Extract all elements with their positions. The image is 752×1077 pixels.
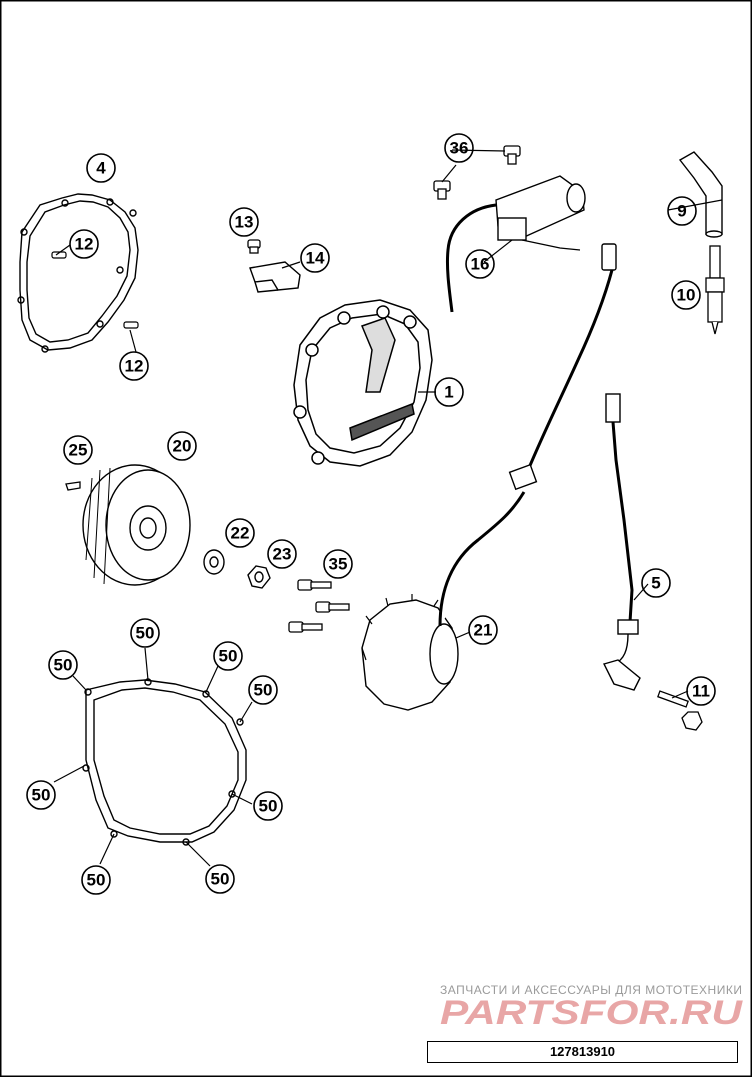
callout-circle	[229, 207, 259, 237]
callout-circle	[63, 435, 93, 465]
callout-35: 35	[329, 555, 348, 574]
dowel-pin-icon	[51, 251, 139, 329]
callout-12: 12	[125, 357, 144, 376]
callout-circle	[119, 351, 149, 381]
callout-50: 50	[32, 786, 51, 805]
callout-16: 16	[471, 255, 490, 274]
callout-circle	[323, 549, 353, 579]
callout-circle	[465, 249, 495, 279]
woodruff-key-part-25	[65, 481, 81, 491]
callout-4: 4	[96, 159, 106, 178]
callout-14: 14	[306, 249, 325, 268]
bracket-part-14	[249, 261, 301, 293]
ignition-coil-part-16	[446, 175, 586, 313]
callout-circle	[267, 539, 297, 569]
callout-50: 50	[54, 656, 73, 675]
callout-36: 36	[450, 139, 469, 158]
callout-circle	[81, 865, 111, 895]
rotor-part-20	[82, 464, 191, 586]
callout-circle	[225, 518, 255, 548]
nut-part-23	[247, 565, 271, 589]
bolt-part-35	[288, 579, 350, 633]
callout-50: 50	[211, 870, 230, 889]
callout-circle	[213, 641, 243, 671]
watermark-logo: PARTSFOR.RU	[440, 996, 744, 1030]
callout-9: 9	[677, 202, 686, 221]
callout-circle	[667, 196, 697, 226]
callout-13: 13	[235, 213, 254, 232]
callout-50: 50	[219, 647, 238, 666]
callout-circle	[26, 780, 56, 810]
callout-circle	[48, 650, 78, 680]
callout-5: 5	[651, 574, 660, 593]
callout-25: 25	[69, 441, 88, 460]
callout-circle	[434, 377, 464, 407]
callout-circle	[641, 568, 671, 598]
watermark-tagline: ЗАПЧАСТИ И АКСЕССУАРЫ ДЛЯ МОТОТЕХНИКИ	[440, 983, 743, 997]
leader-lines	[53, 149, 723, 867]
bolt-part-36	[433, 145, 521, 200]
callout-12: 12	[75, 235, 94, 254]
callout-circle	[167, 431, 197, 461]
callout-circle	[130, 618, 160, 648]
callout-50: 50	[259, 797, 278, 816]
callout-50: 50	[136, 624, 155, 643]
spark-plug-part-10	[705, 245, 725, 335]
callout-23: 23	[273, 545, 292, 564]
callout-circle	[468, 615, 498, 645]
stator-part-21	[361, 243, 617, 711]
callout-circle	[253, 791, 283, 821]
bolt-part-11	[657, 690, 703, 731]
bolt-part-13	[247, 239, 261, 254]
callout-circle	[671, 280, 701, 310]
callout-22: 22	[231, 524, 250, 543]
document-number: 127813910	[427, 1041, 738, 1063]
callout-circle	[300, 243, 330, 273]
callout-20: 20	[173, 437, 192, 456]
callout-circle	[686, 676, 716, 706]
callout-21: 21	[474, 621, 493, 640]
watermark-logo-text: PARTSFOR.RU	[440, 996, 744, 1030]
spark-plug-cap-part-9	[678, 151, 723, 238]
callout-circle	[86, 153, 116, 183]
stator-cover-gasket	[82, 678, 247, 846]
sensor-cable-part-5	[602, 393, 641, 691]
callout-circle	[205, 864, 235, 894]
callout-10: 10	[677, 286, 696, 305]
ignition-cover-part-1	[293, 299, 433, 467]
cover-gasket-part-4	[17, 193, 139, 353]
washer-part-22	[203, 549, 225, 575]
callout-50: 50	[87, 871, 106, 890]
callout-circle	[248, 675, 278, 705]
callout-circle	[69, 229, 99, 259]
callout-1: 1	[444, 383, 453, 402]
callout-circle	[444, 133, 474, 163]
callout-50: 50	[254, 681, 273, 700]
callout-11: 11	[692, 682, 710, 701]
